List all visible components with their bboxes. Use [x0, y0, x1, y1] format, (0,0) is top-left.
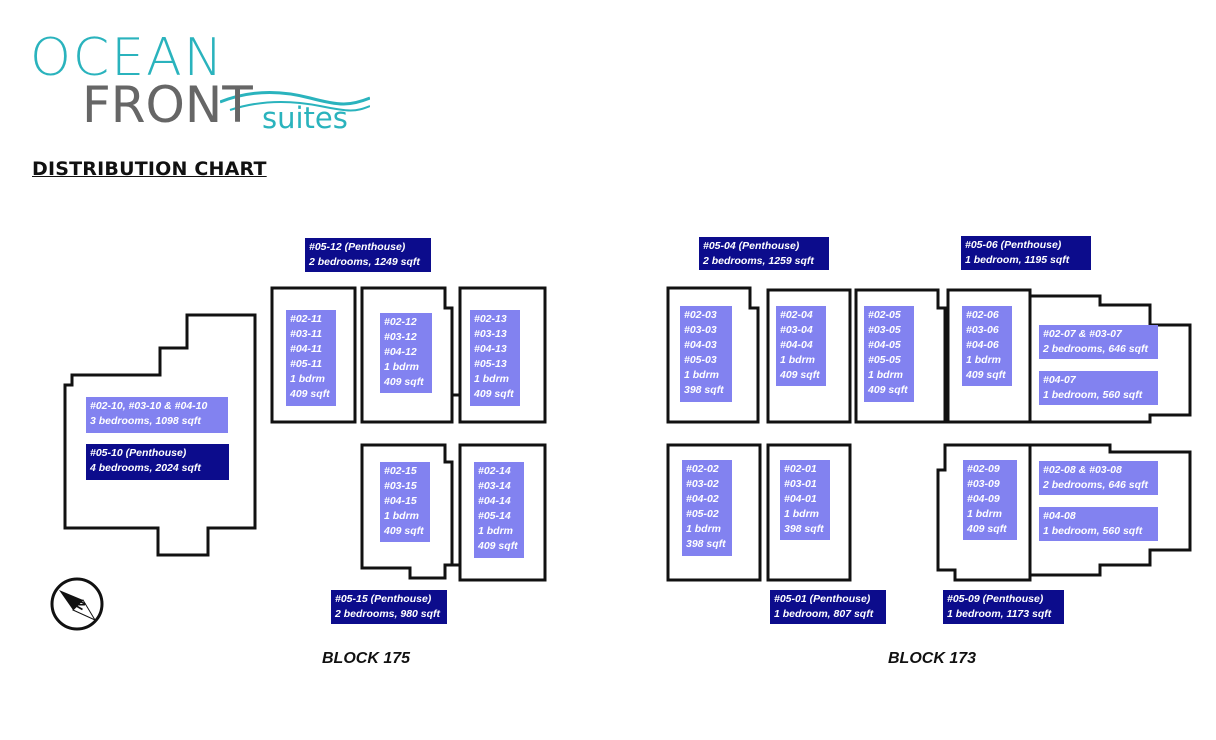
logo-wave-icon	[220, 90, 370, 112]
unit-outline-175-15	[360, 443, 454, 580]
unit-173-07-label: #02-07 & #03-07 2 bedrooms, 646 sqft	[1039, 325, 1158, 359]
unit-outline-173-01	[766, 443, 852, 582]
unit-175-13-label: #02-13 #03-13 #04-13 #05-13 1 bdrm 409 s…	[470, 310, 520, 406]
unit-173-03-label: #02-03 #03-03 #04-03 #05-03 1 bdrm 398 s…	[680, 306, 732, 402]
unit-173-ph09-label: #05-09 (Penthouse) 1 bedroom, 1173 sqft	[943, 590, 1064, 624]
unit-175-10-label: #02-10, #03-10 & #04-10 3 bedrooms, 1098…	[86, 397, 228, 433]
unit-173-ph01-label: #05-01 (Penthouse) 1 bedroom, 807 sqft	[770, 590, 886, 624]
unit-173-ph04-label: #05-04 (Penthouse) 2 bedrooms, 1259 sqft	[699, 237, 829, 270]
unit-outline-175-11	[270, 286, 357, 424]
unit-173-ph06-label: #05-06 (Penthouse) 1 bedroom, 1195 sqft	[961, 236, 1091, 270]
ocean-front-suites-logo: OCEAN FRONT suites	[30, 28, 370, 135]
unit-outline-173-09	[936, 443, 1032, 582]
logo-ocean: OCEAN	[30, 28, 225, 88]
unit-outline-175-13	[458, 286, 547, 424]
unit-outline-173-08	[1030, 443, 1192, 577]
unit-173-01-label: #02-01 #03-01 #04-01 1 bdrm 398 sqft	[780, 460, 830, 540]
unit-outline-175-10	[63, 313, 257, 557]
unit-173-09-label: #02-09 #03-09 #04-09 1 bdrm 409 sqft	[963, 460, 1017, 540]
unit-outline-173-02	[666, 443, 762, 582]
unit-outline-175-14	[458, 443, 547, 582]
unit-175-ph15-label: #05-15 (Penthouse) 2 bedrooms, 980 sqft	[331, 590, 447, 624]
block-173-title: BLOCK 173	[888, 650, 977, 667]
north-compass-icon: N	[50, 577, 104, 631]
unit-173-0408-label: #04-08 1 bedroom, 560 sqft	[1039, 507, 1158, 541]
unit-173-05-label: #02-05 #03-05 #04-05 #05-05 1 bdrm 409 s…	[864, 306, 914, 402]
unit-173-08-label: #02-08 & #03-08 2 bedrooms, 646 sqft	[1039, 461, 1158, 495]
unit-175-12-label: #02-12 #03-12 #04-12 1 bdrm 409 sqft	[380, 313, 432, 393]
block-175-title: BLOCK 175	[322, 650, 411, 667]
page-title: DISTRIBUTION CHART	[32, 158, 267, 180]
unit-outline-173-07	[1030, 294, 1192, 424]
unit-175-ph12-label: #05-12 (Penthouse) 2 bedrooms, 1249 sqft	[305, 238, 431, 272]
unit-outline-175-12	[360, 286, 454, 424]
unit-175-11-label: #02-11 #03-11 #04-11 #05-11 1 bdrm 409 s…	[286, 310, 336, 406]
unit-outline-173-05	[854, 288, 947, 424]
unit-175-ph10-label: #05-10 (Penthouse) 4 bedrooms, 2024 sqft	[86, 444, 229, 480]
unit-173-02-label: #02-02 #03-02 #04-02 #05-02 1 bdrm 398 s…	[682, 460, 732, 556]
logo-suites: suites	[262, 101, 348, 135]
unit-173-04-label: #02-04 #03-04 #04-04 1 bdrm 409 sqft	[776, 306, 826, 386]
logo-front: FRONT	[82, 76, 253, 134]
unit-outline-173-03	[666, 286, 760, 424]
unit-173-0407-label: #04-07 1 bedroom, 560 sqft	[1039, 371, 1158, 405]
unit-175-14-label: #02-14 #03-14 #04-14 #05-14 1 bdrm 409 s…	[474, 462, 524, 558]
unit-173-06-label: #02-06 #03-06 #04-06 1 bdrm 409 sqft	[962, 306, 1012, 386]
unit-175-15-label: #02-15 #03-15 #04-15 1 bdrm 409 sqft	[380, 462, 430, 542]
unit-outline-173-04	[766, 288, 852, 424]
